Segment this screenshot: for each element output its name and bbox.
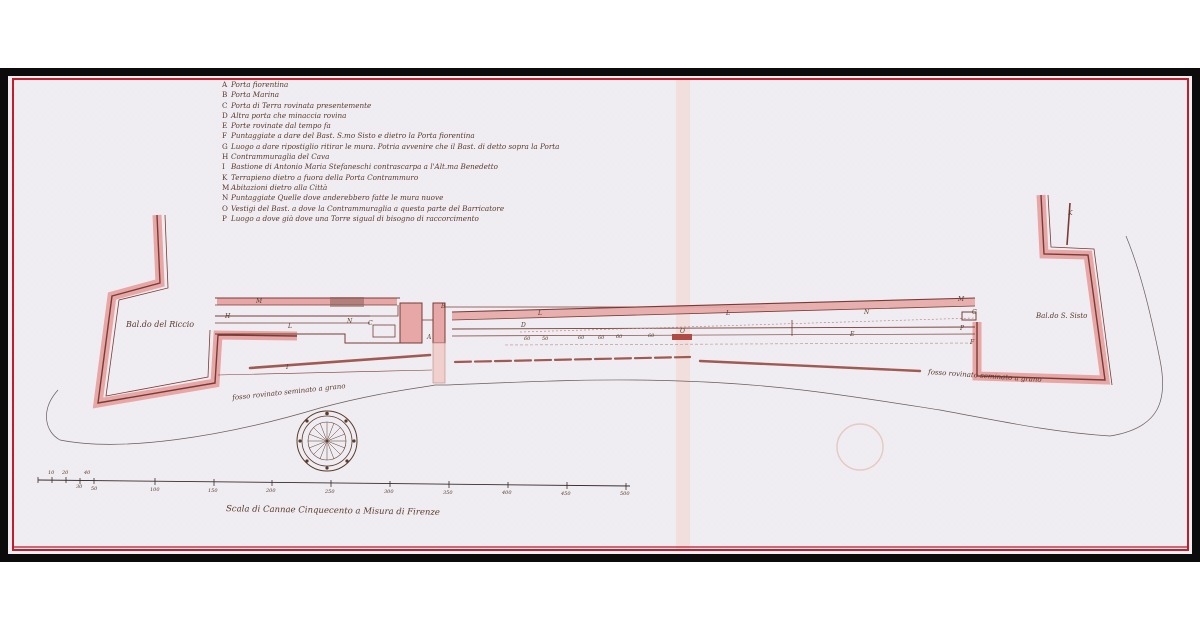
plan-letter-d: D xyxy=(521,322,526,329)
legend-text: Puntaggiate a dare del Bast. S.mo Sisto … xyxy=(231,131,475,141)
map-sheet xyxy=(8,76,1192,554)
scale-tick: 30 xyxy=(76,484,83,490)
legend-key: N xyxy=(222,193,229,203)
plan-letter-l: L xyxy=(288,323,292,330)
plan-letter-k: K xyxy=(1068,210,1073,217)
plan-letter-l: L xyxy=(726,310,730,317)
plan-letter-b: B xyxy=(441,303,446,310)
legend-key: E xyxy=(222,121,228,131)
scale-tick: 250 xyxy=(325,489,335,495)
measure-label: 60 xyxy=(648,333,655,339)
bastion-right-label: Bal.do S. Sisto xyxy=(1036,312,1088,320)
plan-letter-c: C xyxy=(368,320,373,327)
legend-text: Luogo a dare ripostiglio ritirar le mura… xyxy=(231,141,560,151)
measure-label: 60 xyxy=(524,336,531,342)
legend-key: P xyxy=(222,213,227,223)
legend-text: Porte rovinate dal tempo fa xyxy=(231,121,331,131)
measure-label: 60 xyxy=(616,334,623,340)
legend-key: H xyxy=(222,152,229,162)
curtain-wall-left xyxy=(215,297,400,344)
legend-text: Vestigi del Bast. a dove la Contrammurag… xyxy=(231,203,505,213)
fold-stain xyxy=(676,80,690,550)
legend-key: F xyxy=(222,131,227,141)
offset-stain xyxy=(836,423,884,471)
glacis-outline xyxy=(46,235,1163,445)
legend-entry: F Puntaggiate a dare del Bast. S.mo Sisto… xyxy=(222,131,642,141)
bastion-right xyxy=(972,194,1113,386)
measure-label: 60 xyxy=(598,335,605,341)
legend-text: Altra porta che minaccia rovina xyxy=(231,110,347,120)
scale-tick: 500 xyxy=(620,491,630,497)
legend-entry: I Bastione di Antonio Maria Stefaneschi c… xyxy=(222,162,642,172)
plan-letter-o: O xyxy=(680,328,685,335)
legend-text: Terrapieno dietro a fuora della Porta Co… xyxy=(231,172,419,182)
scale-tick: 400 xyxy=(502,490,512,496)
legend-text: Porta di Terra rovinata presentemente xyxy=(231,100,372,110)
plan-letter-m: M xyxy=(256,298,263,305)
scale-tick: 300 xyxy=(384,489,394,495)
legend-text: Bastione di Antonio Maria Stefaneschi co… xyxy=(231,162,498,172)
legend-key: G xyxy=(222,141,228,151)
plan-letter-h: H xyxy=(225,313,231,320)
scale-tick: 350 xyxy=(443,490,453,496)
legend-key: O xyxy=(222,203,228,213)
scale-bar xyxy=(37,477,631,490)
legend-text: Puntaggiate Quelle dove anderebbero fatt… xyxy=(231,193,444,203)
legend-text: Contrammuraglia del Cava xyxy=(231,152,330,162)
plan-letter-n: N xyxy=(347,318,353,325)
legend-key: M xyxy=(222,182,230,192)
legend-text: Luogo a dove già dove una Torre sigual d… xyxy=(231,213,479,223)
plan-letter-p: P xyxy=(960,325,965,332)
legend-key: B xyxy=(222,90,228,100)
legend-entry: P Luogo a dove già dove una Torre sigual … xyxy=(222,214,642,224)
scale-tick: 40 xyxy=(84,470,91,476)
plan-letter-f: F xyxy=(970,339,975,346)
legend-text: Abitazioni dietro alla Città xyxy=(231,182,328,192)
plan-letter-g: G xyxy=(972,309,977,316)
plan-letter-n: N xyxy=(864,309,870,316)
legend-key: I xyxy=(222,162,225,172)
red-frame xyxy=(12,78,1189,551)
scale-tick: 20 xyxy=(62,470,69,476)
scale-tick: 200 xyxy=(266,488,276,494)
gate-complex xyxy=(372,302,446,384)
legend-key: C xyxy=(222,100,228,110)
compass-rose-icon xyxy=(296,410,358,472)
scale-tick: 100 xyxy=(150,487,160,493)
plan-letter-a: A xyxy=(427,334,432,341)
scale-tick: 150 xyxy=(208,488,218,494)
measure-label: 50 xyxy=(542,336,549,342)
legend-key: D xyxy=(222,110,228,120)
ditch-lines xyxy=(217,353,922,376)
scale-tick: 50 xyxy=(91,486,98,492)
bastion-left-label: Bal.do del Riccio xyxy=(126,320,195,329)
plan-letter-l: L xyxy=(538,310,542,317)
plan-letter-m: M xyxy=(958,296,965,303)
plan-letter-e: E xyxy=(850,331,855,338)
scale-tick: 10 xyxy=(48,470,55,476)
scale-tick: 450 xyxy=(561,491,571,497)
measure-label: 60 xyxy=(578,335,585,341)
bastion-left xyxy=(92,214,298,409)
plan-letter-i: I xyxy=(286,364,289,371)
legend-key: A xyxy=(222,80,228,89)
curtain-wall-right xyxy=(445,297,977,346)
legend-text: Porta Marina xyxy=(231,90,280,100)
legend-text: Porta fiorentina xyxy=(231,80,289,89)
legend-key: K xyxy=(222,172,228,182)
